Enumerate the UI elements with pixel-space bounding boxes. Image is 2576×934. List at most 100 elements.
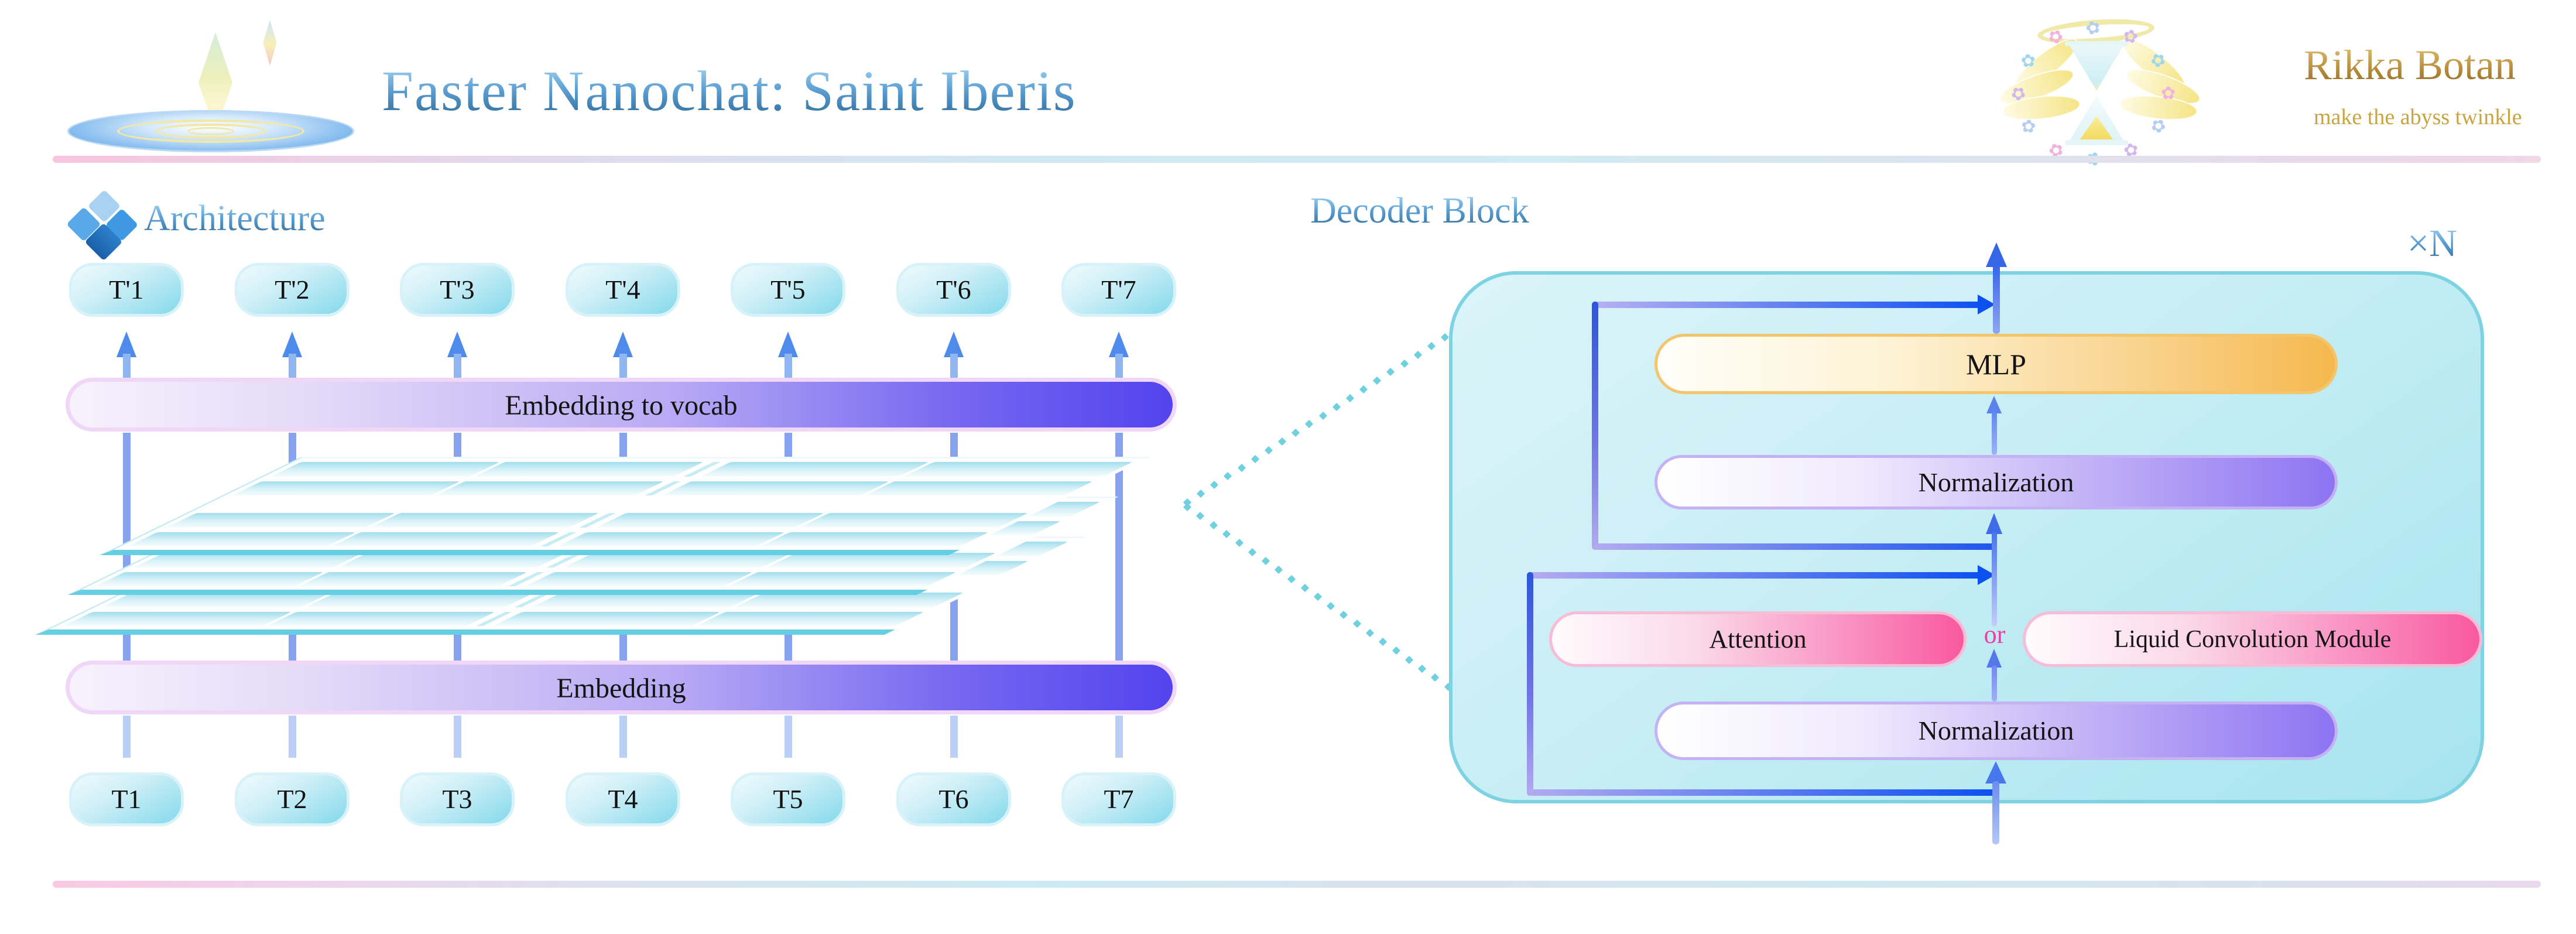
footer-divider	[53, 881, 2541, 888]
sheet-gap	[635, 500, 851, 508]
input-token-pill: T3	[400, 772, 515, 826]
ripple-ring-icon	[187, 127, 234, 135]
sheet-cell	[63, 611, 292, 626]
upper-skip-top-line	[1595, 302, 1984, 308]
dotted-line-dot	[1386, 368, 1395, 377]
sheet-cell	[492, 611, 721, 626]
up-arrowhead-icon	[282, 331, 302, 357]
sheet-cell	[370, 513, 599, 528]
lower-skip-vertical-line	[1527, 572, 1533, 796]
output-token-pill: T'7	[1061, 263, 1176, 317]
dotted-line-dot	[1197, 490, 1205, 498]
dotted-line-dot	[1251, 454, 1259, 463]
dotted-line-dot	[1209, 521, 1218, 529]
output-arrowhead-icon	[1986, 242, 2007, 267]
dotted-line-dot	[1274, 566, 1283, 574]
sheet-cell	[128, 532, 357, 546]
up-arrowhead-icon	[447, 331, 467, 357]
dotted-line-dot	[1287, 574, 1296, 583]
input-token-pill: T7	[1061, 772, 1176, 826]
output-token-pill: T'2	[235, 263, 350, 317]
arrowhead-right-icon	[1978, 295, 1995, 314]
vocab-arrow-line	[1115, 354, 1123, 380]
into-norm-arrowhead-icon	[1986, 513, 2002, 534]
output-token-pill: T'5	[731, 263, 845, 317]
flower-icon: ✿	[2017, 114, 2040, 139]
up-arrowhead-icon	[613, 331, 633, 357]
embedding-to-vocab-bar: Embedding to vocab	[66, 378, 1177, 432]
sheet-cell	[475, 462, 704, 477]
into-norm-line	[1992, 532, 1997, 627]
header-divider	[53, 156, 2541, 163]
app-logo	[53, 12, 381, 158]
token-input-line	[619, 716, 627, 758]
dotted-line-dot	[1300, 583, 1309, 593]
dotted-line-dot	[1379, 637, 1388, 646]
dotted-line-dot	[1222, 529, 1231, 539]
output-token-pill: T'1	[69, 263, 184, 317]
sheet-gap	[409, 500, 625, 508]
sheet-cell	[267, 611, 496, 626]
token-input-line	[123, 716, 131, 758]
vocab-arrow-line	[785, 354, 792, 380]
sheet-cell	[331, 532, 560, 546]
dotted-line-dot	[1400, 359, 1409, 368]
up-arrowhead-icon	[944, 331, 964, 357]
sheet-cell	[299, 572, 528, 586]
sheet-cell	[904, 462, 1133, 477]
dotted-line-dot	[1440, 333, 1450, 342]
token-input-line	[950, 716, 958, 758]
architecture-heading-icon	[66, 189, 139, 261]
flower-icon: ✿	[2146, 114, 2170, 139]
input-line	[1992, 781, 1999, 844]
output-token-pill: T'6	[896, 263, 1011, 317]
or-arrowhead-icon	[1986, 649, 2002, 668]
input-token-pill: T6	[896, 772, 1011, 826]
dotted-line-dot	[1418, 664, 1427, 673]
dotted-line-dot	[1318, 411, 1327, 420]
flower-icon: ✿	[2043, 25, 2069, 49]
output-token-pill: T'3	[400, 263, 515, 317]
dotted-line-dot	[1352, 620, 1361, 628]
dotted-line-dot	[1392, 646, 1400, 655]
architecture-heading: Architecture	[144, 199, 326, 238]
brand-logo: ✿✿✿✿✿✿✿✿✿✿✿✿	[1991, 9, 2318, 166]
input-token-pill: T5	[731, 772, 845, 826]
vocab-arrow-line	[950, 354, 958, 380]
up-arrowhead-icon	[1109, 331, 1129, 357]
sheet-cell	[95, 572, 324, 586]
brand-tagline: make the abyss twinkle	[2314, 105, 2522, 129]
sheet-cell	[596, 513, 825, 528]
dotted-line-dot	[1210, 481, 1219, 490]
input-token-pill: T4	[566, 772, 680, 826]
input-arrowhead-icon	[1985, 761, 2006, 784]
flower-wreath: ✿✿✿✿✿✿✿✿✿✿✿✿	[1991, 9, 2318, 166]
dotted-line-dot	[1305, 420, 1314, 429]
vocab-arrow-line	[454, 354, 461, 380]
sheet-cell	[761, 532, 989, 546]
sheet-cell	[271, 462, 500, 477]
flower-icon: ✿	[2017, 48, 2040, 73]
sheet-cell	[696, 611, 925, 626]
norm-to-mlp-arrowhead-icon	[1986, 396, 2002, 413]
flower-icon: ✿	[2011, 83, 2026, 104]
flower-icon: ✿	[2118, 25, 2144, 49]
dotted-line-dot	[1405, 655, 1413, 664]
hourglass-cap	[2065, 41, 2128, 46]
output-token-pill: T'4	[566, 263, 680, 317]
sheet-cell	[700, 462, 929, 477]
dotted-line-dot	[1235, 539, 1244, 548]
dotted-line-dot	[1332, 402, 1341, 411]
output-line	[1993, 265, 2000, 334]
lower-skip-join-line	[1530, 572, 1984, 579]
dotted-line-dot	[1359, 385, 1368, 394]
norm-bottom-bar: Normalization	[1654, 702, 2338, 760]
dotted-line-dot	[1340, 610, 1348, 620]
sheet-cell	[525, 572, 753, 586]
sheet-cell	[800, 513, 1029, 528]
or-label: or	[1984, 620, 2006, 649]
brand-name: Rikka Botan	[2304, 42, 2516, 88]
hidden-state-line	[1115, 433, 1123, 661]
sheet-cell	[728, 572, 957, 586]
dotted-line-dot	[1431, 673, 1440, 682]
